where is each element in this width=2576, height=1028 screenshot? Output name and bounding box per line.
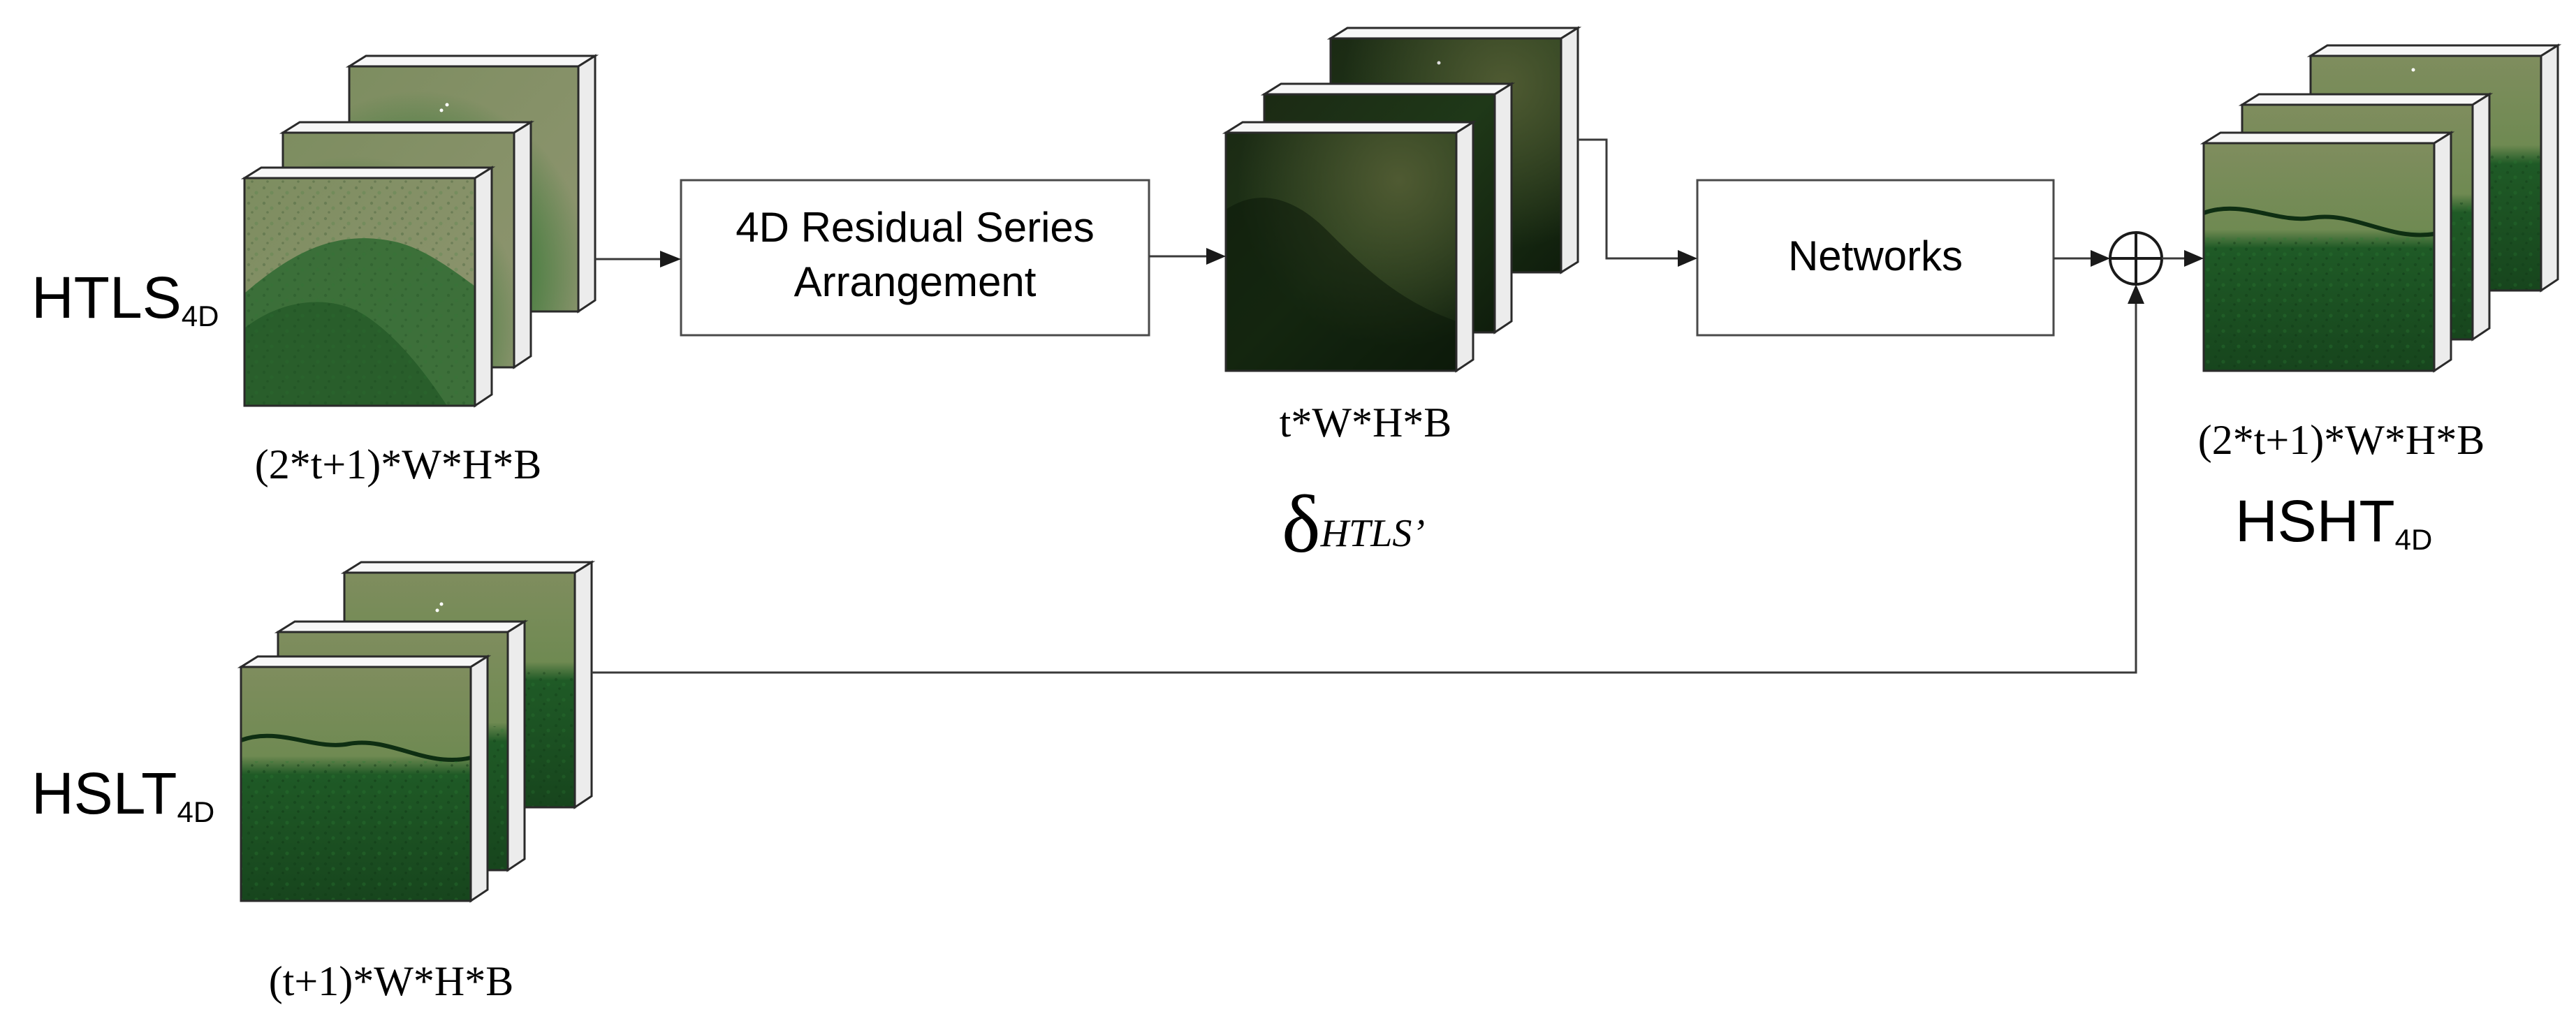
residual-tile-front [1222, 120, 1477, 373]
htls-image-stack [240, 54, 599, 408]
residual-box-line1: 4D Residual Series [736, 204, 1095, 251]
connectors [592, 138, 2204, 674]
hslt-tile-front [237, 654, 492, 903]
residual-symbol: δHTLS’ [1282, 478, 1425, 570]
arrow-residual-to-networks [1578, 138, 1678, 260]
hslt-label: HSLT4D [31, 761, 214, 828]
htls-tile-front [240, 166, 496, 408]
hsht-label: HSHT4D [2235, 488, 2432, 556]
residual-image-stack [1222, 26, 1582, 373]
hsht-dims: (2*t+1)*W*H*B [2198, 417, 2484, 463]
htls-dims: (2*t+1)*W*H*B [255, 441, 541, 487]
residual-box-line2: Arrangement [794, 258, 1037, 305]
arrow-hslt-to-sum [592, 304, 2137, 674]
hslt-dims: (t+1)*W*H*B [269, 958, 513, 1004]
residual-dims: t*W*H*B [1280, 399, 1452, 446]
sum-node [2109, 231, 2163, 286]
hsht-tile-front [2200, 131, 2455, 373]
htls-label: HTLS4D [31, 265, 219, 332]
networks-box: Networks [1696, 179, 2055, 337]
hsht-image-stack [2200, 43, 2562, 373]
residual-arrangement-box: 4D Residual Series Arrangement [680, 179, 1150, 337]
hslt-image-stack [237, 560, 596, 903]
networks-label: Networks [1788, 233, 1963, 279]
